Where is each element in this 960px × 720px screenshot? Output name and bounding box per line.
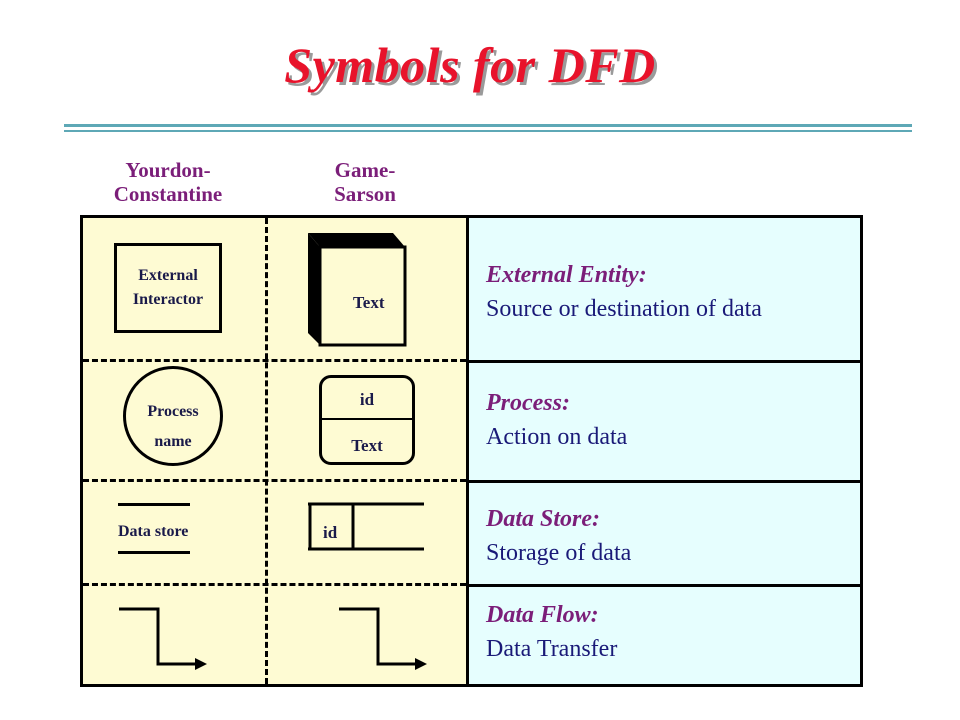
data-store-heading: Data Store: [486,506,600,532]
column-header-yourdon-line2: Constantine [113,182,223,206]
external-entity-body: Source or destination of data [486,296,762,322]
process-id-label: id [359,390,375,409]
title-rule [64,124,912,127]
gane-data-flow-arrow-icon [339,607,427,670]
external-entity-description: External Entity: Source or destination o… [486,258,762,326]
row-divider [466,480,860,483]
data-store-description: Data Store: Storage of data [486,502,631,570]
yourdon-external-interactor-symbol: External Interactor [114,243,222,333]
yourdon-process-symbol: Process name [123,366,223,466]
column-header-gane-line2: Sarson [334,182,396,206]
data-flow-heading: Data Flow: [486,602,599,628]
title-rule-secondary [64,130,912,132]
gane-data-store-id-label: id [323,523,338,542]
process-body: Action on data [486,424,628,450]
column-header-yourdon: Yourdon- Constantine [80,158,256,206]
process-heading: Process: [486,390,570,416]
symbol-label: name [154,433,192,450]
data-store-bottom-line [118,551,190,554]
page-title: Symbols for DFD [284,37,656,93]
data-store-body: Storage of data [486,540,632,566]
data-store-top-line [118,503,190,506]
description-column [466,218,860,684]
column-header-yourdon-line1: Yourdon- [125,158,211,182]
row-divider [466,360,860,363]
process-description: Process: Action on data [486,386,627,454]
column-header-gane-line1: Game- [334,158,396,182]
external-entity-heading: External Entity: [486,262,647,288]
gane-process-symbol: id Text [319,375,415,465]
gane-data-store-symbol [308,502,424,551]
data-flow-body: Data Transfer [486,636,618,662]
row-divider-dashed [83,359,466,362]
process-divider [322,418,412,420]
data-flow-description: Data Flow: Data Transfer [486,598,617,666]
symbol-label: Process [147,403,199,420]
symbol-label: Interactor [132,291,204,308]
row-divider-dashed [83,479,466,482]
gane-external-entity-symbol [308,233,407,347]
row-divider-dashed [83,583,466,586]
yourdon-data-store-label: Data store [118,523,189,540]
row-divider [466,584,860,587]
process-text-label: Text [351,436,383,455]
column-divider-dashed [265,218,268,684]
yourdon-data-flow-arrow-icon [119,607,207,670]
symbols-table: External Interactor Text External Entity… [80,215,863,687]
symbol-label: External [138,267,198,284]
gane-external-entity-label: Text [353,293,385,312]
column-header-gane: Game- Sarson [280,158,450,206]
